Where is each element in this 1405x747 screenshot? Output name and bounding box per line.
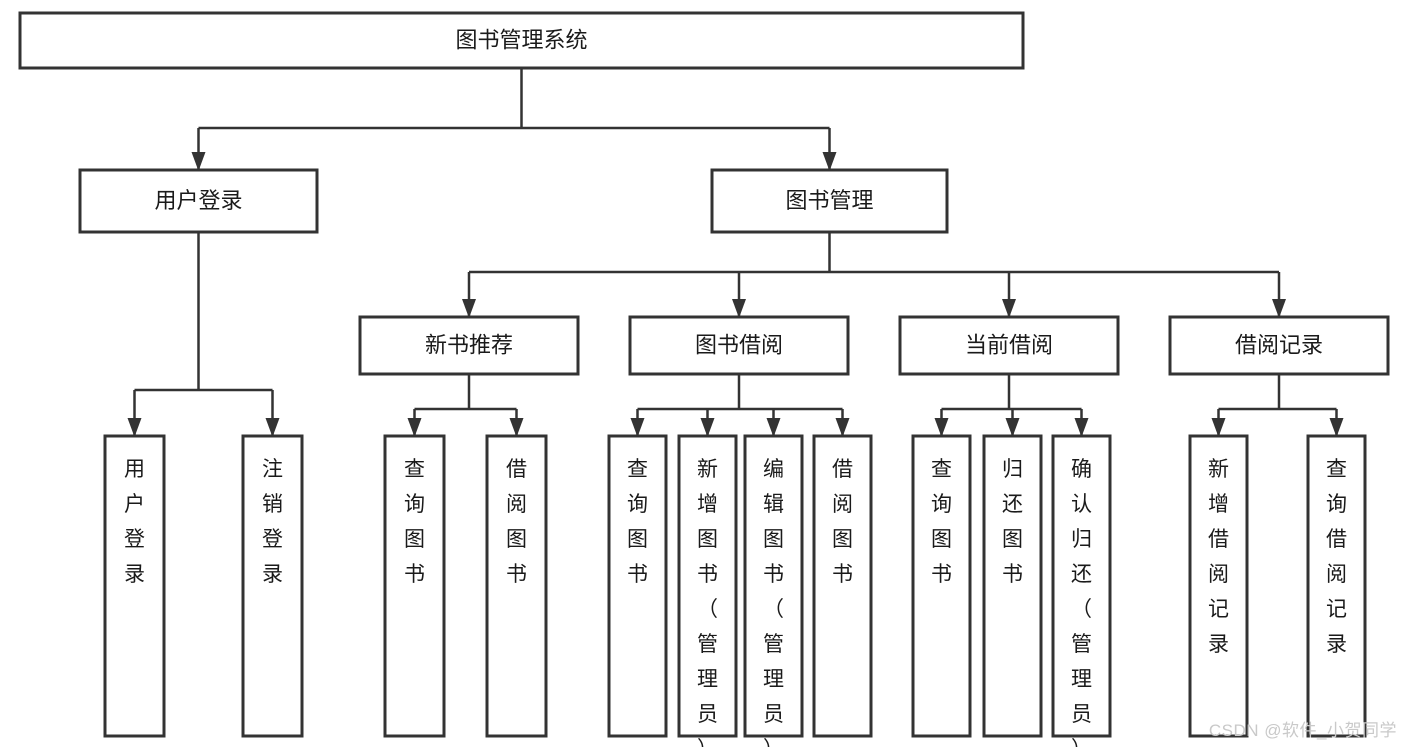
node-leaf-add-book[interactable]: 新增图书（管理员） [677, 434, 738, 747]
node-label: 借阅图书 [832, 458, 853, 586]
arrow-head-icon [934, 418, 949, 437]
node-label: 用户登录 [124, 458, 145, 586]
node-box [710, 168, 949, 234]
node-book-manage[interactable]: 图书管理 [710, 168, 949, 234]
node-label: 编辑图书（管理员） [763, 458, 784, 747]
arrow-head-icon [700, 418, 715, 437]
node-label: 用户登录 [154, 188, 242, 213]
connector-edges [127, 68, 1344, 437]
watermark-text: CSDN @软件_小贺同学 [1208, 721, 1397, 740]
node-label: 借阅图书 [506, 458, 527, 586]
node-leaf-query-book-3[interactable]: 查询图书 [911, 434, 972, 738]
node-leaf-borrow-book-2[interactable]: 借阅图书 [812, 434, 873, 738]
node-label: 注销登录 [262, 458, 283, 586]
node-box [18, 11, 1025, 70]
node-label: 新书推荐 [425, 332, 513, 357]
node-leaf-query-book-2[interactable]: 查询图书 [607, 434, 668, 738]
node-box [1168, 315, 1390, 376]
node-box [1188, 434, 1249, 738]
arrow-head-icon [127, 418, 142, 437]
node-box [1306, 434, 1367, 738]
arrow-head-icon [1211, 418, 1226, 437]
arrow-head-icon [1329, 418, 1344, 437]
node-current-borrow[interactable]: 当前借阅 [898, 315, 1120, 376]
arrow-head-icon [835, 418, 850, 437]
node-leaf-return-book[interactable]: 归还图书 [982, 434, 1043, 738]
node-boxes: 图书管理系统用户登录图书管理新书推荐图书借阅当前借阅借阅记录用户登录注销登录查询… [18, 11, 1390, 747]
node-box [241, 434, 304, 738]
node-leaf-confirm-return[interactable]: 确认归还（管理员） [1051, 434, 1112, 747]
arrow-head-icon [1002, 299, 1016, 318]
node-box [1051, 434, 1112, 738]
node-leaf-user-login[interactable]: 用户登录 [103, 434, 166, 738]
node-box [812, 434, 873, 738]
node-label: 查询图书 [404, 458, 425, 586]
node-box [358, 315, 580, 376]
arrow-head-icon [509, 418, 524, 437]
node-label: 图书管理 [785, 188, 873, 213]
node-box [103, 434, 166, 738]
node-leaf-user-logout[interactable]: 注销登录 [241, 434, 304, 738]
node-box [78, 168, 319, 234]
node-box [607, 434, 668, 738]
arrow-head-icon [462, 299, 476, 318]
node-box [485, 434, 548, 738]
node-box [383, 434, 446, 738]
node-box [677, 434, 738, 738]
node-label: 确认归还（管理员） [1071, 458, 1092, 747]
node-borrow-record[interactable]: 借阅记录 [1168, 315, 1390, 376]
node-user-login[interactable]: 用户登录 [78, 168, 319, 234]
arrow-head-icon [191, 152, 206, 171]
node-leaf-query-record[interactable]: 查询借阅记录 [1306, 434, 1367, 738]
arrow-head-icon [732, 299, 746, 318]
arrow-head-icon [630, 418, 645, 437]
arrow-head-icon [265, 418, 280, 437]
node-label: 借阅记录 [1235, 332, 1323, 357]
arrow-head-icon [1005, 418, 1020, 437]
node-leaf-add-record[interactable]: 新增借阅记录 [1188, 434, 1249, 738]
node-box [898, 315, 1120, 376]
node-root[interactable]: 图书管理系统 [18, 11, 1025, 70]
node-leaf-borrow-book-1[interactable]: 借阅图书 [485, 434, 548, 738]
arrow-head-icon [1074, 418, 1089, 437]
node-new-book-rec[interactable]: 新书推荐 [358, 315, 580, 376]
node-label: 新增借阅记录 [1208, 458, 1229, 656]
node-label: 新增图书（管理员） [697, 458, 718, 747]
node-label: 图书管理系统 [455, 27, 587, 52]
node-label: 查询借阅记录 [1326, 458, 1347, 656]
node-box [628, 315, 850, 376]
arrow-head-icon [766, 418, 781, 437]
node-box [982, 434, 1043, 738]
arrow-head-icon [1272, 299, 1286, 318]
node-book-borrow[interactable]: 图书借阅 [628, 315, 850, 376]
node-leaf-edit-book[interactable]: 编辑图书（管理员） [743, 434, 804, 747]
node-leaf-query-book-1[interactable]: 查询图书 [383, 434, 446, 738]
node-box [743, 434, 804, 738]
node-label: 归还图书 [1002, 458, 1023, 586]
node-box [911, 434, 972, 738]
node-label: 查询图书 [627, 458, 648, 586]
node-label: 图书借阅 [695, 332, 783, 357]
node-label: 当前借阅 [965, 332, 1053, 357]
arrow-head-icon [822, 152, 837, 171]
node-label: 查询图书 [931, 458, 952, 586]
arrow-head-icon [407, 418, 422, 437]
